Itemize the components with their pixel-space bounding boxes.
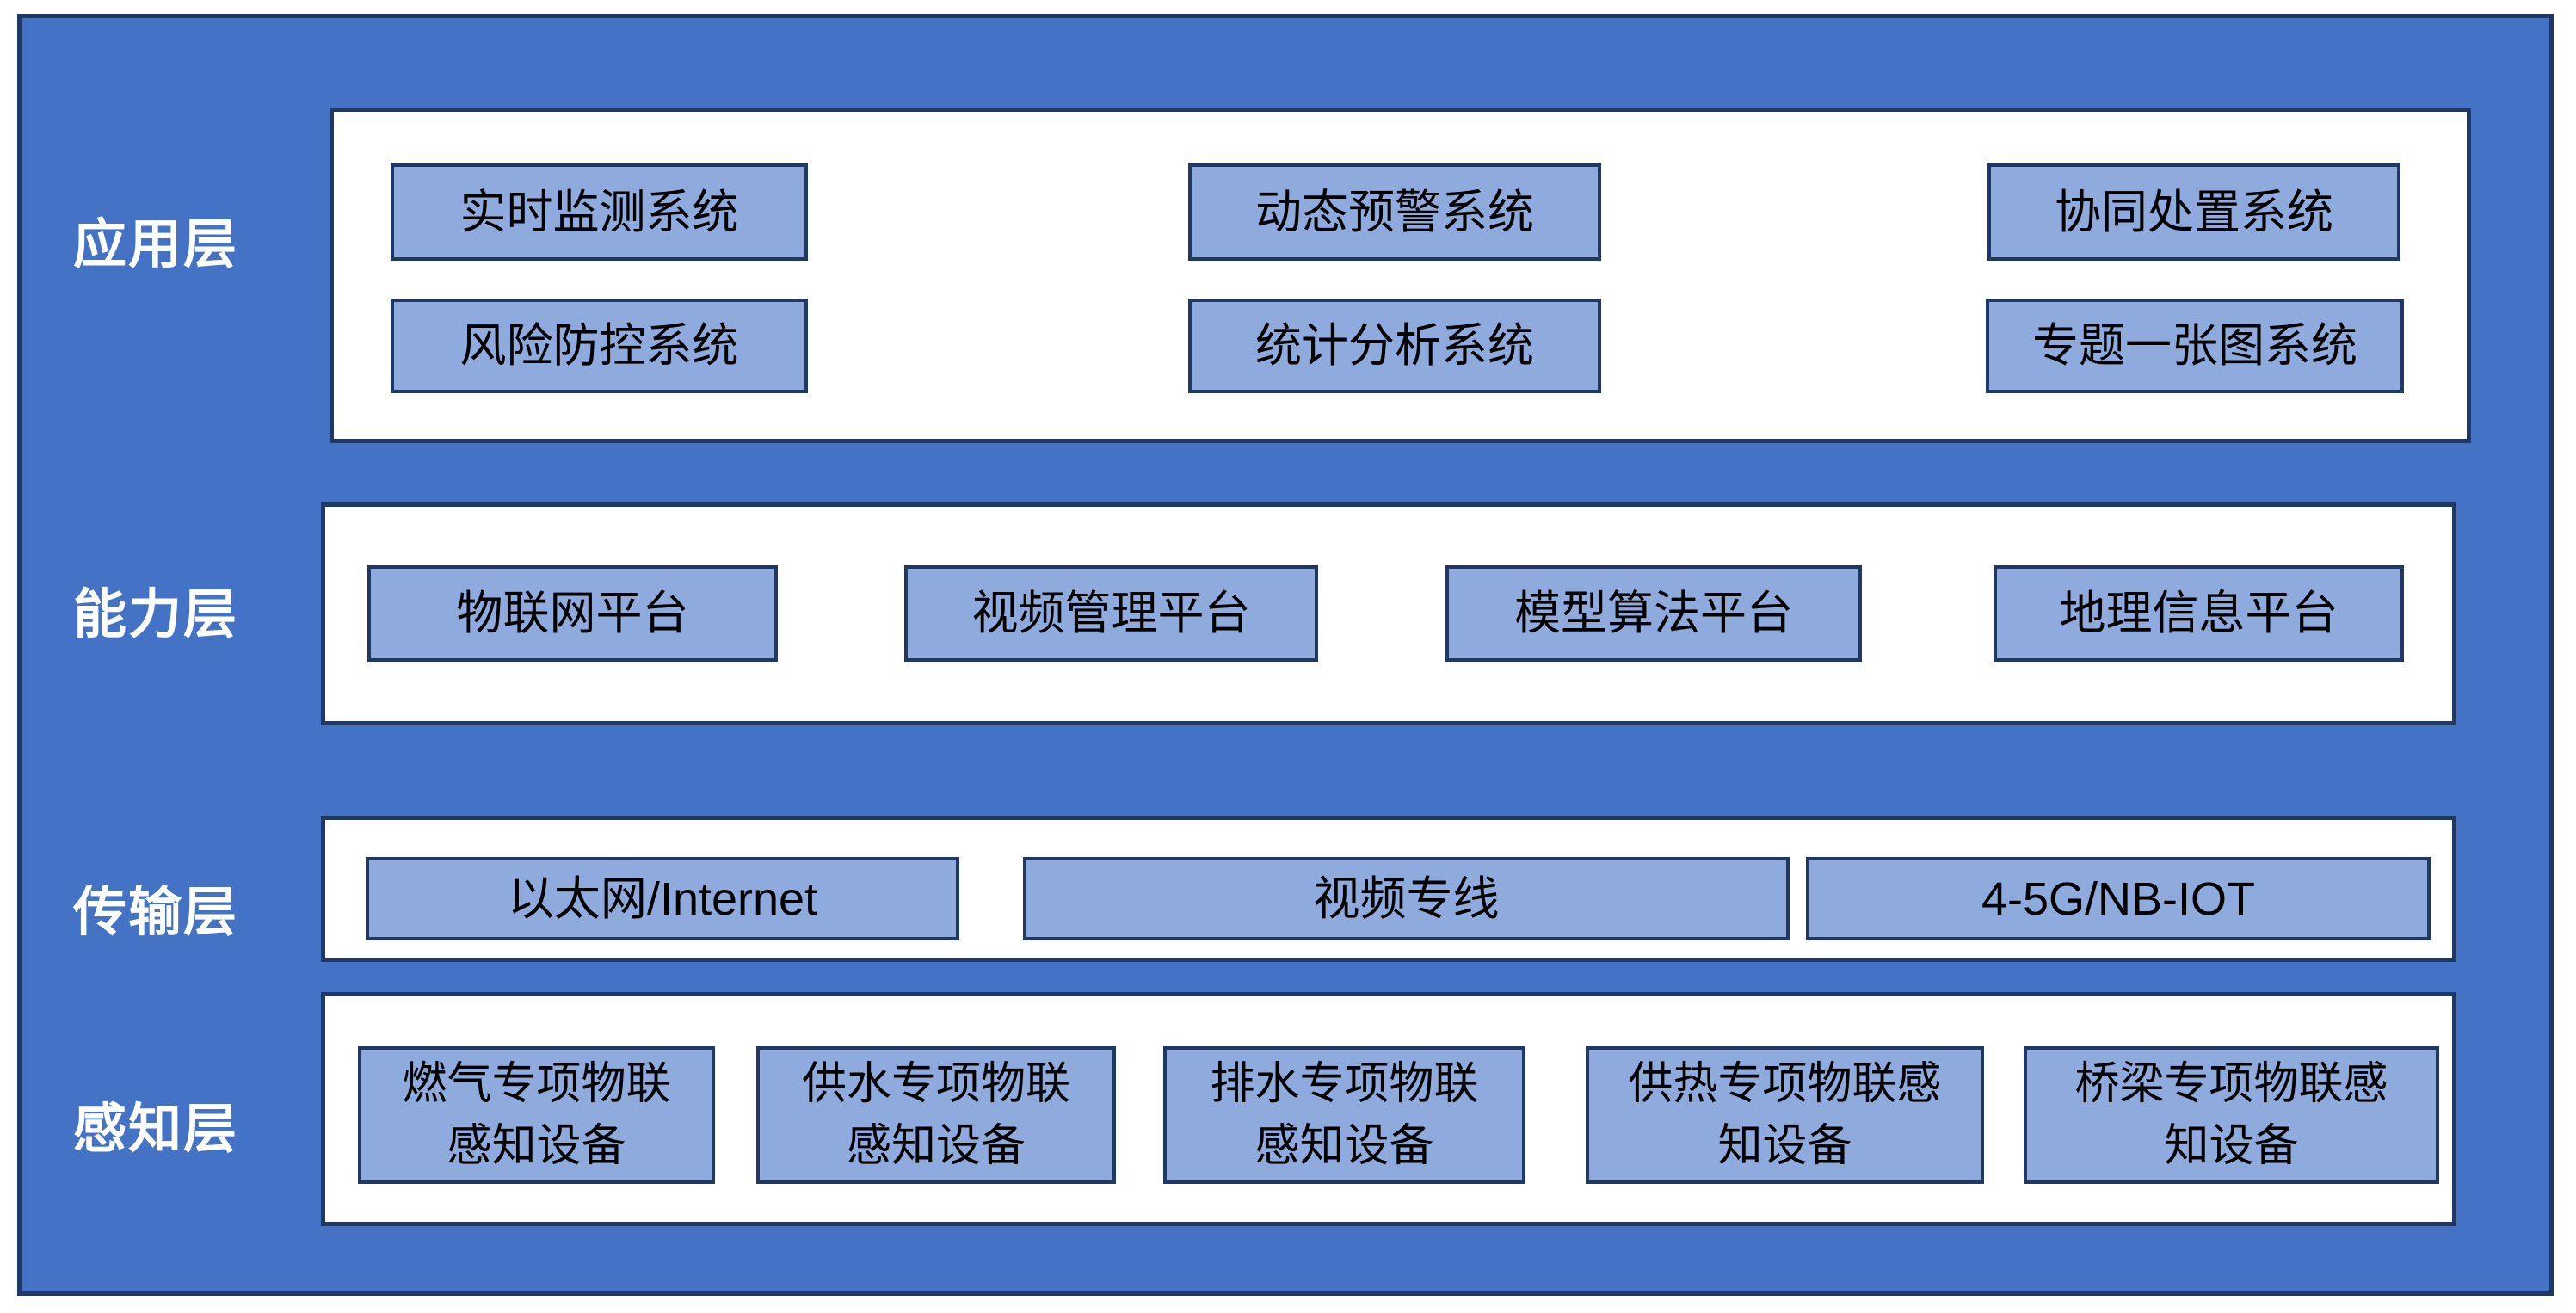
box-water-supply-iot-sensing-device: 供水专项物联 感知设备: [756, 1046, 1116, 1184]
box-model-algorithm-platform: 模型算法平台: [1445, 565, 1862, 662]
box-bridge-iot-sensing-device: 桥梁专项物联感 知设备: [2024, 1046, 2439, 1184]
box-ethernet-internet: 以太网/Internet: [366, 857, 959, 940]
box-statistical-analysis-system: 统计分析系统: [1188, 299, 1601, 393]
box-gas-iot-sensing-device: 燃气专项物联 感知设备: [358, 1046, 715, 1184]
layer-label-application: 应用层: [73, 215, 239, 274]
box-realtime-monitoring-system: 实时监测系统: [391, 163, 808, 261]
box-risk-prevention-system: 风险防控系统: [391, 299, 808, 393]
box-4-5g-nb-iot: 4-5G/NB-IOT: [1806, 857, 2431, 940]
layer-label-perception: 感知层: [73, 1100, 239, 1159]
box-drainage-iot-sensing-device: 排水专项物联 感知设备: [1163, 1046, 1525, 1184]
box-video-management-platform: 视频管理平台: [904, 565, 1318, 662]
box-heating-iot-sensing-device: 供热专项物联感 知设备: [1586, 1046, 1984, 1184]
layer-label-transmission: 传输层: [73, 883, 239, 942]
box-dynamic-warning-system: 动态预警系统: [1188, 163, 1601, 261]
box-iot-platform: 物联网平台: [367, 565, 778, 662]
layer-label-capability: 能力层: [73, 585, 239, 644]
box-geographic-information-platform: 地理信息平台: [1994, 565, 2404, 662]
box-collaborative-disposal-system: 协同处置系统: [1987, 163, 2400, 261]
box-video-private-line: 视频专线: [1023, 857, 1790, 940]
box-thematic-one-map-system: 专题一张图系统: [1986, 299, 2404, 393]
